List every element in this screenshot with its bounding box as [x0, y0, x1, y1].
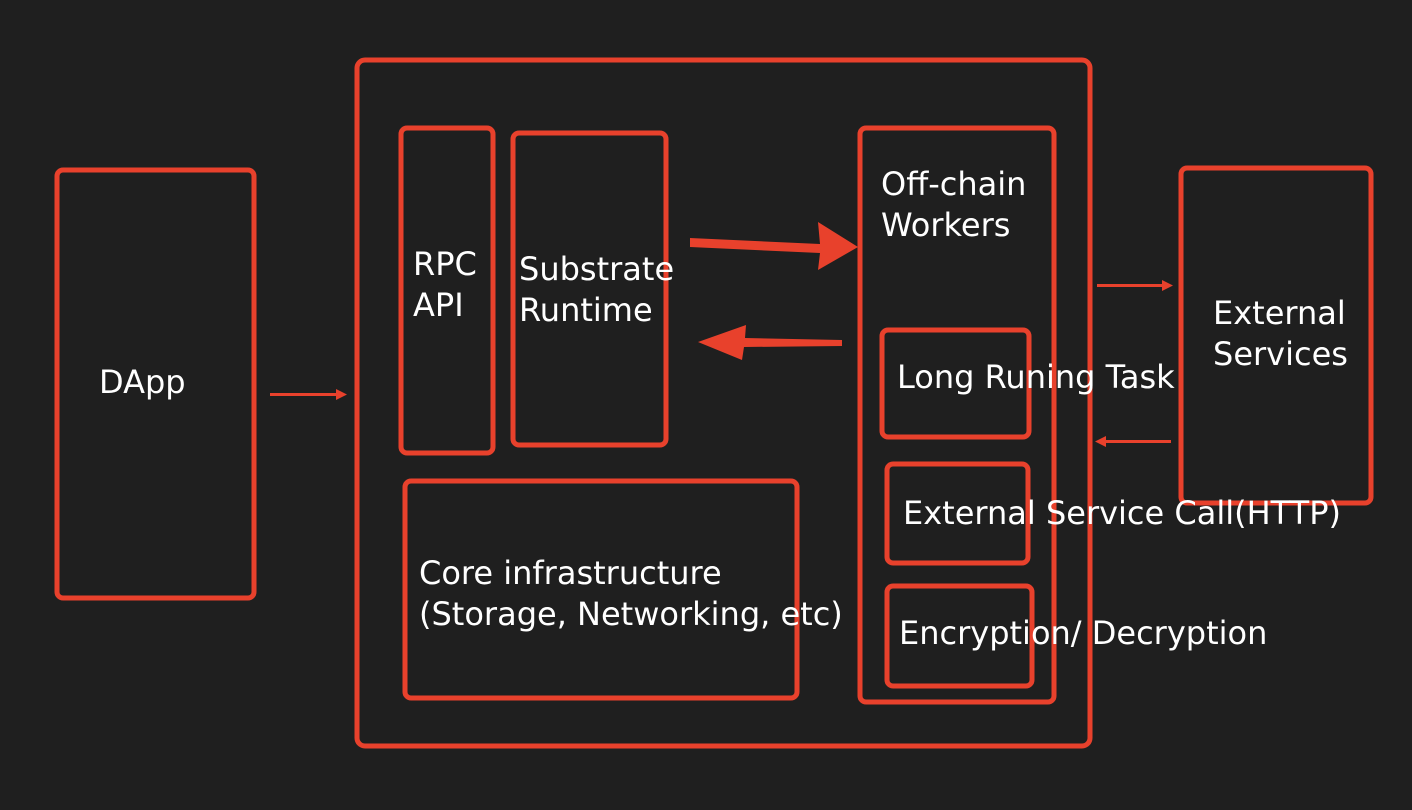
external-service-call-box [884, 461, 1031, 566]
offchain-workers-box [857, 125, 1057, 705]
external-services-box [1178, 165, 1374, 506]
core-infrastructure-label-line2: (Storage, Networking, etc) [419, 595, 843, 633]
rpc-api-label-line1: RPC [413, 245, 477, 283]
rpc-api-label-line2: API [413, 286, 464, 324]
substrate-runtime-label-line2: Runtime [519, 291, 653, 329]
rpc-api-box [398, 125, 496, 456]
dapp-label: DApp [99, 363, 186, 401]
external-service-call-label: External Service Call(HTTP) [903, 494, 1341, 532]
external-services-label-line1: External [1213, 294, 1346, 332]
external-services-label: External Services [1213, 293, 1348, 375]
substrate-runtime-label-line1: Substrate [519, 250, 675, 288]
long-running-task-box [879, 327, 1032, 440]
offchain-workers-label-line2: Workers [881, 206, 1011, 244]
arrow-offchain-to-external [1097, 280, 1173, 291]
offchain-workers-label: Off-chain Workers [881, 164, 1026, 246]
rpc-api-label: RPC API [413, 244, 477, 326]
substrate-runtime-box [510, 130, 669, 448]
arrow-dapp-to-node [270, 389, 347, 400]
encryption-decryption-label: Encryption/ Decryption [899, 614, 1268, 652]
arrow-runtime-to-offchain [690, 222, 858, 270]
dapp-box [54, 167, 257, 601]
arrow-external-to-offchain [1095, 436, 1171, 447]
substrate-runtime-label: Substrate Runtime [519, 249, 674, 331]
arrow-offchain-to-runtime [698, 325, 842, 360]
offchain-workers-label-line1: Off-chain [881, 165, 1027, 203]
external-services-label-line2: Services [1213, 335, 1348, 373]
core-infrastructure-box [402, 478, 800, 701]
long-running-task-label: Long Runing Task [897, 358, 1175, 396]
encryption-box [884, 583, 1035, 689]
core-infrastructure-label: Core infrastructure (Storage, Networking… [419, 553, 843, 635]
core-infrastructure-label-line1: Core infrastructure [419, 554, 722, 592]
substrate-node-box [354, 57, 1093, 749]
